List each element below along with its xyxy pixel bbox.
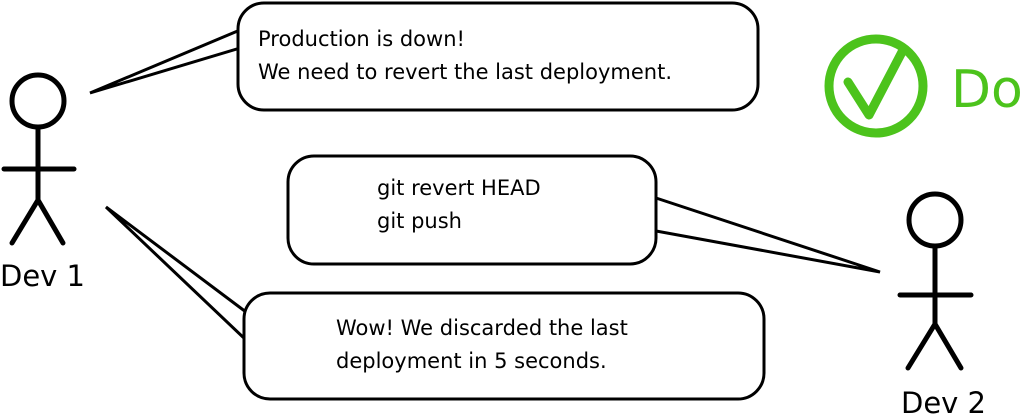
dev1-label: Dev 1 [0, 259, 86, 293]
bubble2-text: git revert HEAD git push [377, 172, 541, 238]
check-circle-icon [824, 34, 928, 138]
bubble1-line1: Production is down! [258, 27, 465, 51]
dev2-right-leg [932, 321, 964, 371]
bubble3-line1: Wow! We discarded the last [336, 316, 628, 340]
bubble1-text: Production is down! We need to revert th… [258, 23, 672, 89]
dev1-right-leg [35, 197, 66, 246]
dev1-figure [1, 72, 77, 246]
bubble3-text: Wow! We discarded the last deployment in… [336, 312, 628, 378]
bubble2-line2: git push [377, 209, 462, 233]
bubble1-line2: We need to revert the last deployment. [258, 60, 673, 84]
dev2-label: Dev 2 [901, 386, 987, 420]
dev1-left-leg [9, 197, 41, 246]
bubble3 [242, 291, 766, 401]
dev1-head [9, 72, 67, 130]
bubble1 [236, 1, 760, 112]
dev2-left-leg [905, 321, 938, 371]
bubble2 [286, 154, 658, 266]
verdict-label: Do [951, 60, 1023, 120]
bubble1-tail [89, 27, 242, 95]
bubble3-line2: deployment in 5 seconds. [336, 349, 607, 373]
bubble2-tail [654, 195, 881, 274]
dev2-figure [897, 191, 974, 371]
dev2-head [906, 191, 964, 249]
bubble2-line1: git revert HEAD [377, 176, 541, 200]
bubble3-tail [104, 205, 248, 344]
